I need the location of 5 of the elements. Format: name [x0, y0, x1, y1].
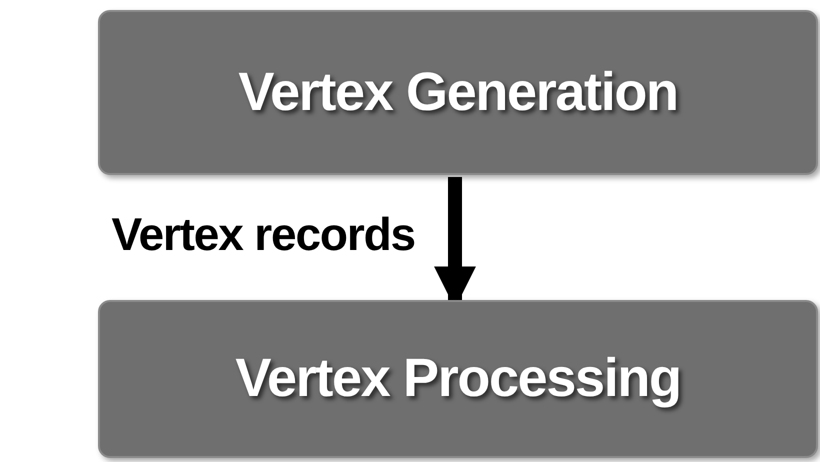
process-box: [98, 300, 818, 458]
process-box: [98, 10, 818, 175]
box-title: Vertex Generation: [238, 60, 678, 124]
box-title: Vertex Processing: [235, 347, 681, 410]
edge-label: Vertex records: [111, 207, 415, 262]
